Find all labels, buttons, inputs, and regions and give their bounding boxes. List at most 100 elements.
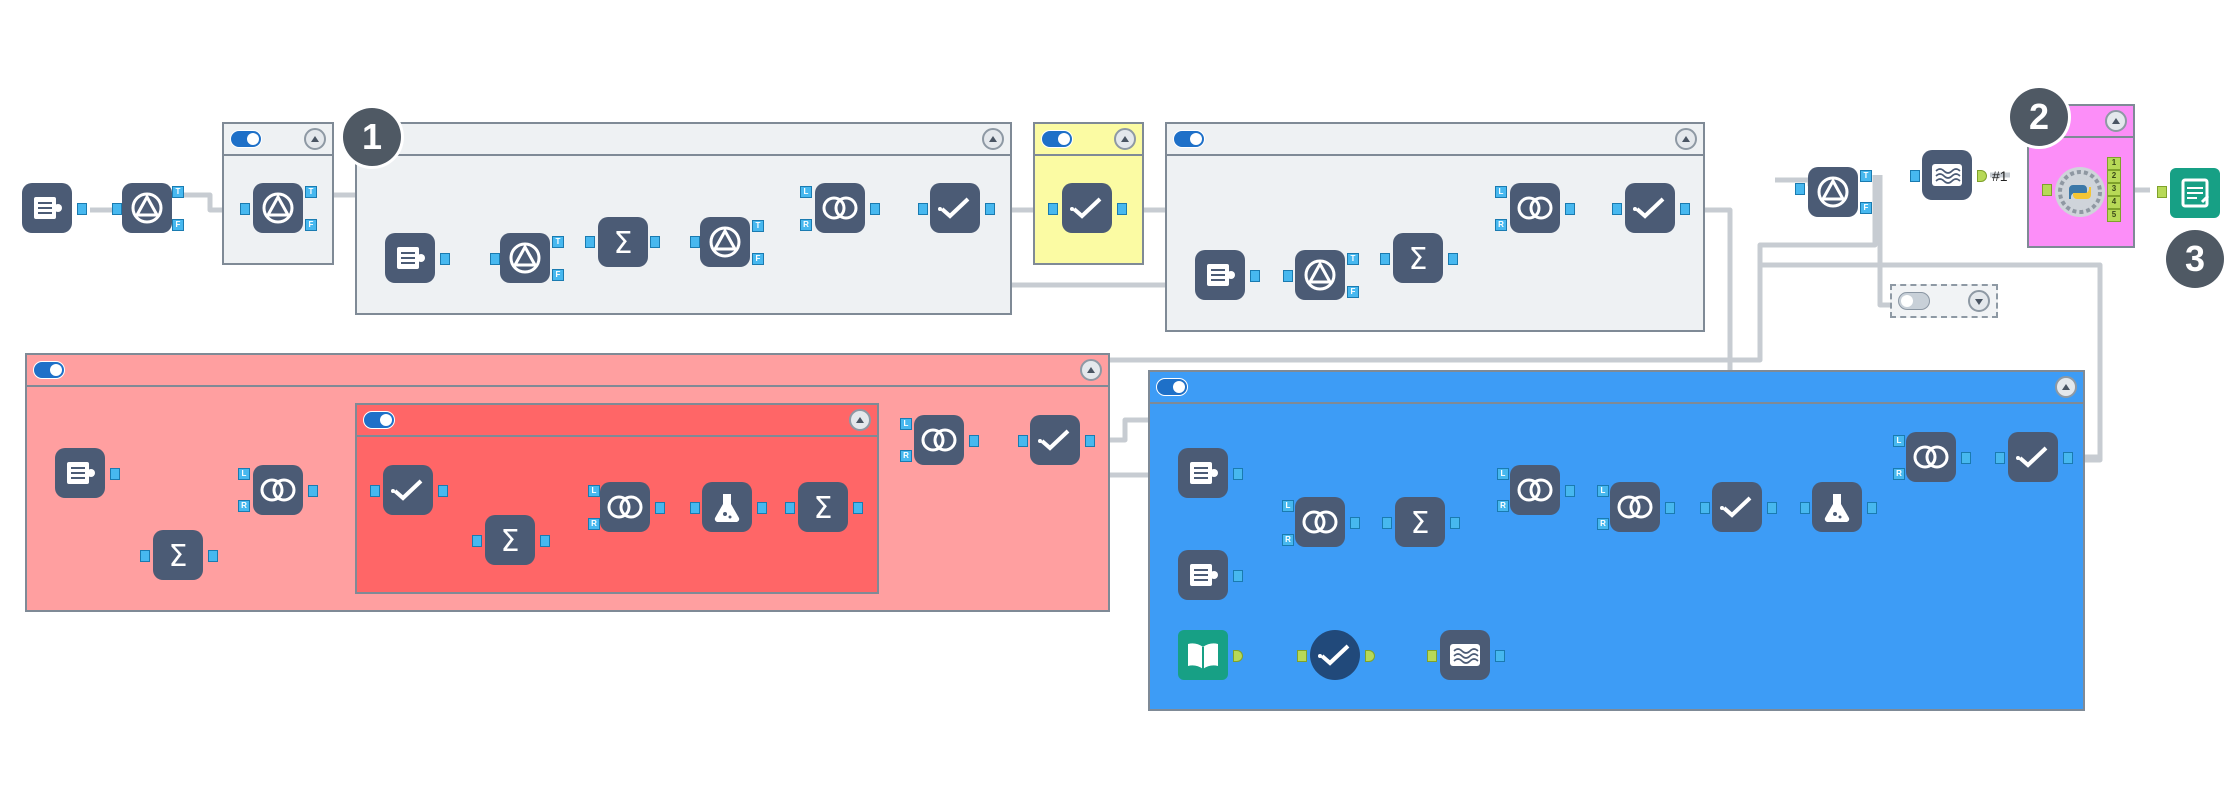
join-tool[interactable] [600,482,650,532]
step-badge-3: 3 [2166,230,2224,288]
database-icon [397,247,425,269]
filter-tool[interactable] [700,217,750,267]
container-collapse-button[interactable] [1080,359,1102,381]
join-icon [921,428,957,452]
select-tool[interactable] [2008,432,2058,482]
input-data-tool[interactable] [1178,550,1228,600]
select-tool[interactable] [1062,183,1112,233]
sigma-icon: Σ [1409,242,1428,277]
select-checkmark-icon [2016,446,2048,468]
formula-tool[interactable] [702,482,752,532]
filter-tool[interactable] [500,233,550,283]
join-icon [607,495,643,519]
join-icon [1302,510,1338,534]
database-icon [1190,462,1218,484]
container-header [357,124,1010,156]
container-header [27,355,1108,387]
join-icon [260,478,296,502]
container-enable-toggle[interactable] [1041,130,1073,148]
filter-tool[interactable] [253,183,303,233]
database-icon [1190,564,1218,586]
container-collapse-button[interactable] [304,128,326,150]
input-data-tool[interactable] [55,448,105,498]
filter-tool[interactable] [1808,167,1858,217]
sigma-icon: Σ [169,539,188,574]
select-tool[interactable] [1030,415,1080,465]
join-tool[interactable] [815,183,865,233]
join-tool[interactable] [253,465,303,515]
join-tool[interactable] [1610,482,1660,532]
input-data-tool[interactable] [22,183,72,233]
container-expand-button[interactable] [1968,290,1990,312]
select-tool-circle[interactable] [1310,630,1360,680]
svg-text:Σ: Σ [614,226,633,261]
container-enable-toggle[interactable] [33,361,65,379]
select-tool[interactable] [1625,183,1675,233]
join-tool[interactable] [1510,183,1560,233]
container-enable-toggle[interactable] [1156,378,1188,396]
waves-icon [1450,644,1480,666]
join-tool[interactable] [1510,465,1560,515]
summarize-tool[interactable]: Σ [598,217,648,267]
join-icon [1517,196,1553,220]
svg-text:Σ: Σ [169,539,188,574]
container-collapse-button[interactable] [982,128,1004,150]
report-icon [2181,178,2210,208]
filter-icon [262,192,294,224]
container-collapse-button[interactable] [1675,128,1697,150]
filter-icon [509,242,541,274]
filter-icon [131,192,163,224]
step-badge-2: 2 [2010,88,2068,146]
collapsed-container[interactable] [1890,284,1998,318]
container-collapse-button[interactable] [2105,110,2127,132]
container-header [2029,106,2133,138]
svg-text:Σ: Σ [1409,242,1428,277]
filter-tool[interactable] [1295,250,1345,300]
summarize-tool[interactable]: Σ [798,482,848,532]
select-checkmark-icon [938,197,970,219]
python-gear-icon [2058,170,2102,214]
container-enable-toggle[interactable] [363,411,395,429]
input-data-tool[interactable] [385,233,435,283]
select-checkmark-icon [1633,197,1665,219]
step-badge-1: 1 [343,108,401,166]
filter-tool[interactable] [122,183,172,233]
summarize-tool[interactable]: Σ [1395,497,1445,547]
container-collapse-button[interactable] [1114,128,1136,150]
svg-text:Σ: Σ [1411,506,1430,541]
join-icon [1617,495,1653,519]
flask-icon [1824,494,1850,523]
select-checkmark-icon [1038,429,1070,451]
filter-icon [709,226,741,258]
container-enable-toggle[interactable] [1898,292,1930,310]
text-to-columns-tool[interactable] [1440,630,1490,680]
container-enable-toggle[interactable] [1173,130,1205,148]
python-tool[interactable] [2055,167,2105,217]
select-tool[interactable] [1712,482,1762,532]
container-header [357,405,877,437]
input-data-tool[interactable] [1178,448,1228,498]
summarize-tool[interactable]: Σ [153,530,203,580]
join-tool[interactable] [914,415,964,465]
text-to-columns-tool[interactable] [1922,150,1972,200]
svg-text:Σ: Σ [814,491,833,526]
join-tool[interactable] [1295,497,1345,547]
tool-container-gray-right[interactable] [1165,122,1705,332]
join-icon [1913,445,1949,469]
waves-icon [1932,164,1962,186]
input-data-tool[interactable] [1195,250,1245,300]
summarize-tool[interactable]: Σ [1393,233,1443,283]
formula-tool[interactable] [1812,482,1862,532]
select-tool[interactable] [383,465,433,515]
summarize-tool[interactable]: Σ [485,515,535,565]
report-tool[interactable] [2170,168,2220,218]
filter-icon [1304,259,1336,291]
container-collapse-button[interactable] [849,409,871,431]
tool-container-gray-wide[interactable] [355,122,1012,315]
join-tool[interactable] [1906,432,1956,482]
container-collapse-button[interactable] [2055,376,2077,398]
container-enable-toggle[interactable] [230,130,262,148]
browse-tool[interactable] [1178,630,1228,680]
select-tool[interactable] [930,183,980,233]
